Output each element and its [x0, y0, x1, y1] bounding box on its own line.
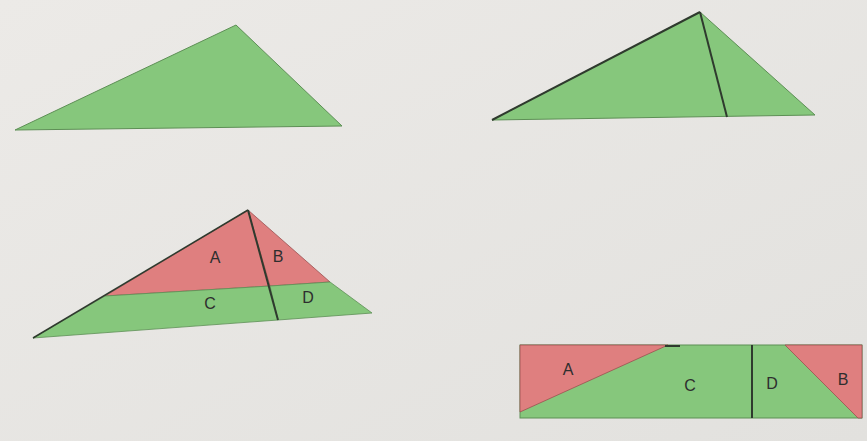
triangle-edge	[492, 12, 700, 120]
piece-b	[248, 210, 330, 286]
piece-a	[520, 345, 668, 412]
piece-name: C	[204, 296, 216, 312]
piece-c	[33, 286, 278, 338]
piece-name: B	[838, 372, 849, 388]
piece-d	[270, 282, 372, 320]
altitude-line	[751, 345, 753, 418]
altitude-line	[700, 12, 727, 117]
piece-a	[105, 210, 270, 296]
piece-name: D	[766, 376, 778, 392]
piece-name: A	[210, 250, 221, 266]
piece-name: D	[302, 290, 314, 306]
green-triangle	[492, 12, 815, 120]
green-rectangle	[520, 345, 862, 418]
altitude-line	[248, 210, 278, 320]
piece-name: B	[273, 249, 284, 265]
green-triangle	[15, 25, 342, 130]
seam-mark	[665, 345, 680, 347]
piece-b	[785, 345, 862, 418]
piece-name: A	[563, 362, 574, 378]
triangle-edge	[33, 210, 248, 338]
piece-name: C	[684, 378, 696, 394]
